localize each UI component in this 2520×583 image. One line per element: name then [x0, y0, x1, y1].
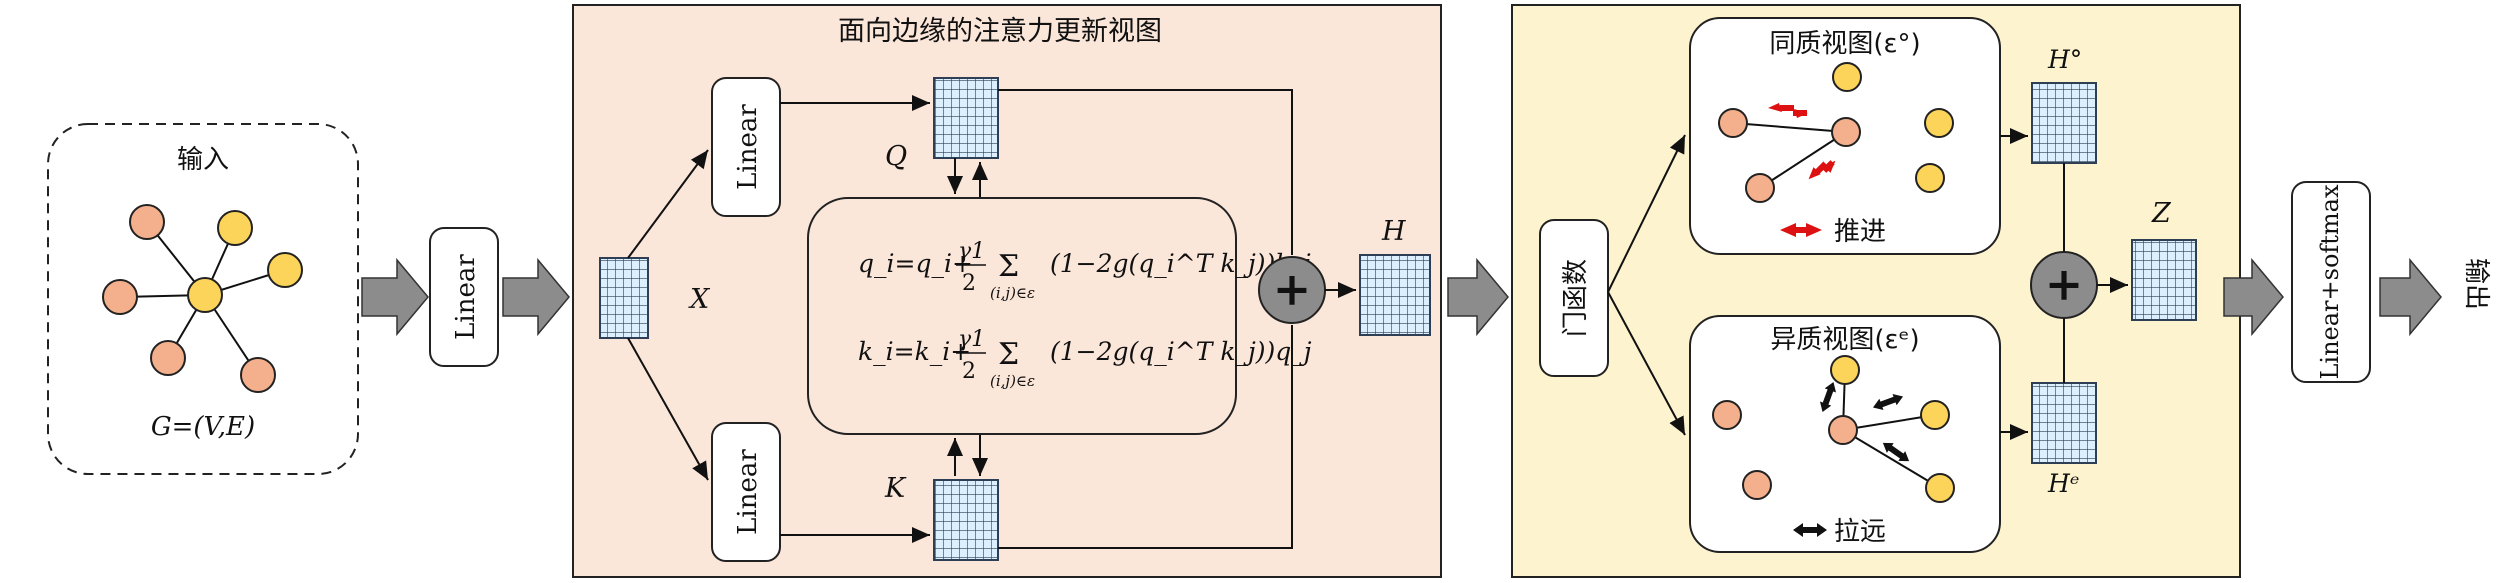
push-arrow-icon — [1808, 160, 1836, 180]
h-homo-matrix — [2031, 82, 2097, 164]
homophily-legend: 推进 — [1834, 217, 1886, 247]
graph-node-orange — [102, 279, 138, 315]
heterophily-view: 异质视图(εᵉ) — [1689, 315, 2001, 553]
h-label: H — [1381, 216, 1406, 247]
graph-node-orange — [150, 340, 186, 376]
flow-arrow — [2223, 257, 2284, 337]
output-linear-box — [2291, 181, 2371, 383]
formula-frac-num: γ1 — [958, 239, 985, 264]
sum-symbol: Σ — [998, 249, 1019, 284]
graph-node-yellow — [267, 252, 303, 288]
node-yellow — [1924, 108, 1954, 138]
formula-k-rhs: (1−2g(q_i^T k_j))q_j — [1050, 337, 1312, 366]
heterophily-edge — [1842, 429, 1941, 489]
formula-k: k_i=k_i+ γ1 2 Σ (i,j)∈ε (1−2g(q_i^T k_j)… — [858, 327, 1312, 390]
formula-k-lhs: k_i=k_i+ — [858, 337, 971, 366]
connector-line — [998, 89, 1293, 255]
graph-node-yellow — [217, 210, 253, 246]
output-label: 输出 — [2461, 258, 2491, 310]
node-orange — [1712, 400, 1742, 430]
formula-q-lhs: q_i=q_i+ — [858, 249, 973, 278]
formula-box — [807, 197, 1237, 435]
pull-arrow-icon — [1819, 381, 1837, 413]
linear-left-label: Linear — [451, 254, 481, 340]
node-orange — [1742, 470, 1772, 500]
x-label: X — [688, 284, 711, 315]
node-yellow — [1832, 62, 1862, 92]
linear-top-box — [711, 77, 781, 217]
z-matrix — [2131, 239, 2197, 321]
arrow — [1607, 134, 1686, 293]
output-linear-label: Linear+softmax — [2316, 184, 2344, 380]
formula-sum-sub: (i,j)∈ε — [990, 284, 1035, 302]
flow-arrow — [2379, 257, 2442, 337]
arrow — [627, 149, 709, 259]
input-block: 输入 G=(V,E) — [47, 123, 359, 475]
flow-arrow — [502, 257, 570, 337]
pull-arrow-icon — [1872, 393, 1904, 411]
input-title: 输入 — [177, 145, 229, 175]
heterophily-title: 异质视图(εᵉ) — [1770, 325, 1919, 355]
sum-symbol: Σ — [998, 337, 1019, 372]
gate-box — [1539, 219, 1609, 377]
q-label: Q — [885, 141, 907, 172]
node-orange — [1745, 173, 1775, 203]
node-yellow — [1915, 163, 1945, 193]
node-orange — [1828, 415, 1858, 445]
node-orange — [1718, 108, 1748, 138]
heterophily-edge — [1842, 414, 1936, 431]
arrow — [627, 337, 709, 481]
h-hetero-matrix — [2031, 382, 2097, 464]
linear-bottom-box — [711, 422, 781, 562]
flow-arrow — [361, 257, 429, 337]
q-matrix — [933, 77, 999, 159]
push-legend-icon — [1780, 223, 1822, 237]
attention-title: 面向边缘的注意力更新视图 — [838, 16, 1162, 47]
node-orange — [1831, 117, 1861, 147]
homophily-edge — [1732, 122, 1847, 133]
homophily-edge — [1759, 131, 1847, 189]
pull-legend-icon — [1793, 523, 1827, 537]
arrow — [1607, 291, 1686, 436]
node-yellow — [1925, 473, 1955, 503]
plus-icon: + — [2045, 257, 2084, 311]
graph-node-orange — [240, 357, 276, 393]
graph-node-orange — [129, 204, 165, 240]
h-hetero-label: Hᵉ — [2047, 469, 2079, 498]
push-arrow-icon — [1768, 103, 1808, 118]
homophily-view: 同质视图(ε°) — [1689, 17, 2001, 255]
linear-top-label: Linear — [733, 104, 763, 190]
graph-label: G=(V,E) — [151, 412, 255, 442]
k-matrix — [933, 479, 999, 561]
gating-block: 门函数 同质视图(ε°) — [1511, 4, 2241, 578]
node-yellow — [1830, 355, 1860, 385]
node-yellow — [1920, 400, 1950, 430]
formula-frac-den: 2 — [962, 359, 976, 384]
k-label: K — [884, 473, 907, 504]
connector-line — [998, 325, 1293, 549]
pull-arrow-icon — [1882, 442, 1910, 462]
linear-left-box — [429, 227, 499, 367]
linear-bottom-label: Linear — [733, 449, 763, 535]
formula-sum-sub: (i,j)∈ε — [990, 372, 1035, 390]
homophily-title: 同质视图(ε°) — [1769, 29, 1920, 59]
flow-arrow — [1447, 257, 1509, 337]
h-matrix — [1359, 254, 1431, 336]
z-label: Z — [2151, 198, 2172, 229]
h-homo-label: H° — [2047, 45, 2082, 74]
x-matrix — [599, 257, 649, 339]
gate-label: 门函数 — [1561, 259, 1591, 337]
formula-frac-den: 2 — [962, 271, 976, 296]
formula-frac-num: γ1 — [958, 327, 985, 352]
attention-block: 面向边缘的注意力更新视图 X Linear Linear Q K q_i=q_i… — [572, 4, 1442, 578]
graph-node-center — [187, 277, 223, 313]
heterophily-legend: 拉远 — [1834, 517, 1886, 547]
plus-icon: + — [1273, 262, 1312, 316]
